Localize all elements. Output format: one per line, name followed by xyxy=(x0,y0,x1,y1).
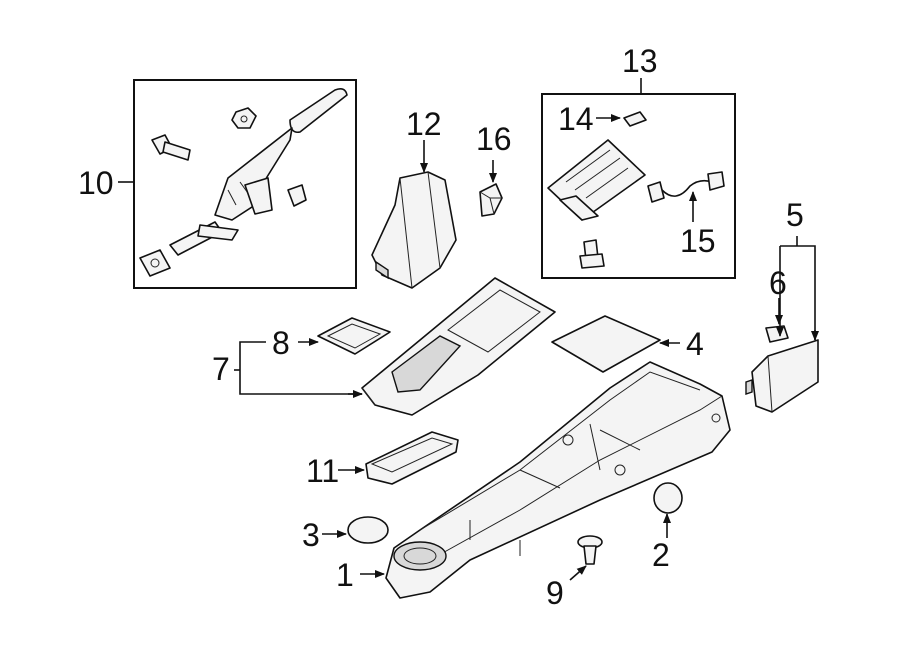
callout-5: 5 xyxy=(786,197,804,233)
callout-3: 3 xyxy=(302,517,320,553)
hole-plug-2 xyxy=(653,482,683,514)
harness-connector-b xyxy=(707,171,725,191)
console-top-cover xyxy=(361,277,556,416)
callout-7: 7 xyxy=(212,351,230,387)
callout-10: 10 xyxy=(78,165,114,201)
brake-lever-handle xyxy=(289,88,348,134)
retainer-clip xyxy=(765,325,789,343)
callout-11: 11 xyxy=(306,453,339,489)
bracket-16 xyxy=(479,183,503,217)
nut-10 xyxy=(231,107,257,129)
harness-connector-a xyxy=(647,181,665,203)
shift-indicator-plate xyxy=(547,139,646,221)
callout-15: 15 xyxy=(680,223,716,259)
center-console xyxy=(385,361,731,599)
brake-cable-end xyxy=(139,249,171,277)
callout-1: 1 xyxy=(336,557,354,593)
callout-2: 2 xyxy=(652,537,670,573)
brake-bracket xyxy=(244,177,273,215)
shift-indicator-group xyxy=(541,93,736,279)
callout-6: 6 xyxy=(769,265,787,301)
clip-10 xyxy=(287,184,307,207)
shift-boot xyxy=(371,171,457,289)
storage-tray xyxy=(365,431,459,485)
indicator-lamp xyxy=(623,111,647,127)
callout-14: 14 xyxy=(558,101,594,137)
callout-9: 9 xyxy=(546,575,564,611)
callout-13: 13 xyxy=(622,43,658,79)
console-mat xyxy=(551,315,661,373)
hole-plug-3 xyxy=(347,516,389,544)
callout-8: 8 xyxy=(272,325,290,361)
callout-16: 16 xyxy=(476,121,512,157)
brake-lever-arm xyxy=(214,127,293,221)
cup-holder xyxy=(393,541,447,571)
parking-brake-group xyxy=(133,79,357,289)
rear-console-panel xyxy=(745,339,819,413)
shift-indicator-box xyxy=(541,93,736,279)
push-clip xyxy=(577,535,603,565)
parking-brake-box xyxy=(133,79,357,289)
callout-12: 12 xyxy=(406,106,442,142)
harness-wire xyxy=(661,179,713,197)
tray-mat xyxy=(317,317,391,355)
callout-4: 4 xyxy=(686,326,704,362)
